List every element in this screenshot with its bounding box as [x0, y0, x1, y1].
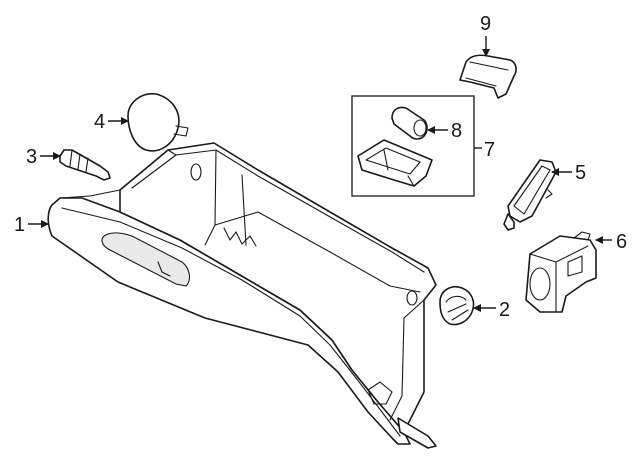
callout-2: 2 — [499, 299, 510, 321]
callout-labels: 1 2 3 4 5 6 7 8 9 — [14, 13, 627, 321]
callout-6: 6 — [616, 231, 627, 253]
callout-5: 5 — [575, 162, 586, 184]
switch-part — [525, 231, 597, 313]
callout-4: 4 — [94, 111, 105, 133]
callout-9: 9 — [480, 13, 491, 35]
callout-1: 1 — [14, 214, 25, 236]
bumper-stop-part — [439, 286, 475, 326]
callout-8: 8 — [451, 120, 462, 142]
socket-part — [357, 139, 433, 187]
damper-pin-part — [59, 149, 111, 181]
glove-box-assembly — [47, 142, 437, 449]
cover-disc-part — [127, 92, 189, 152]
bulb-part — [391, 106, 428, 140]
callout-3: 3 — [26, 146, 37, 168]
lamp-assembly-part — [503, 159, 557, 231]
kit-box-frame — [351, 95, 482, 197]
callout-7: 7 — [484, 139, 495, 161]
bracket-cap-part — [459, 54, 517, 99]
leader-lines — [28, 36, 612, 312]
